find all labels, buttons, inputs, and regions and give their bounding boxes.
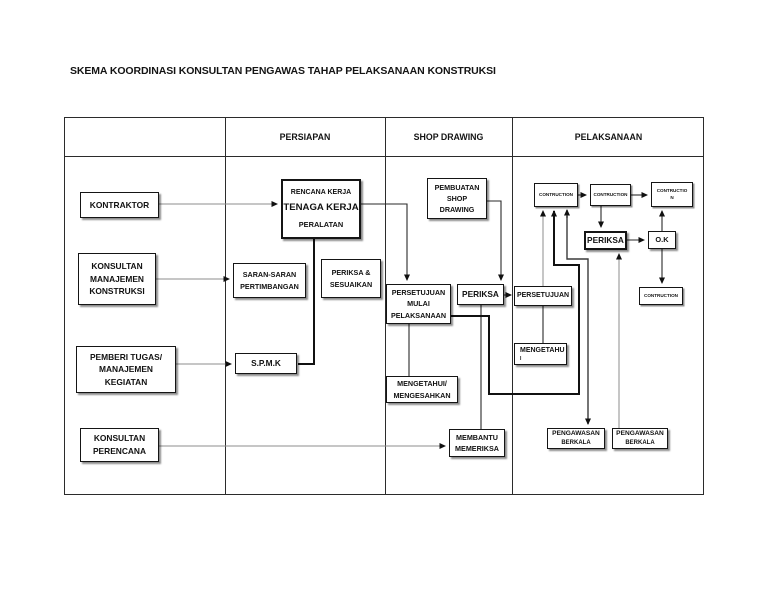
label-line: MULAI [407, 299, 430, 309]
label-line: PERENCANA [92, 446, 147, 456]
label-line: MENGETAHU [520, 347, 565, 355]
label-line: KONSTRUKSI [89, 286, 145, 297]
label-line: I [520, 355, 522, 362]
label-line: DRAWING [439, 205, 475, 215]
label-line: PERSETUJUAN [391, 288, 446, 298]
box-ok: O.K [648, 231, 676, 249]
box-contruction-4: CONTRUCTION [639, 287, 683, 305]
box-kontraktor: KONTRAKTOR [80, 192, 159, 218]
box-periksa-shop: PERIKSA [457, 284, 504, 305]
label-line: KONTRAKTOR [89, 199, 150, 210]
label-line: KONSULTAN [91, 261, 143, 272]
label-line: PELAKSANAAN [390, 310, 447, 320]
label-line: N [670, 194, 674, 200]
coordination-table: PERSIAPAN SHOP DRAWING PELAKSANAAN [64, 117, 704, 495]
label-line: CONTRUCTIO [656, 188, 688, 194]
box-pengawasan-berkala-2: PENGAWASAN BERKALA [612, 428, 668, 449]
label-line: CONTRUCTION [593, 191, 628, 197]
label-line: MEMERIKSA [455, 444, 499, 453]
label-line: PENGAWASAN [552, 430, 600, 438]
box-persetujuan: PERSETUJUAN [514, 286, 572, 306]
label-line: KEGIATAN [104, 376, 148, 387]
label-line: PERTIMBANGAN [240, 281, 299, 291]
column-divider-1 [225, 118, 227, 494]
box-spmk: S.P.M.K [235, 353, 297, 374]
box-saran-saran: SARAN-SARAN PERTIMBANGAN [233, 263, 306, 298]
label-line: PENGAWASAN [616, 430, 664, 438]
label-line: RENCANA KERJA [290, 189, 352, 196]
line-rencana-to-spmk [298, 239, 315, 365]
label-line: BERKALA [561, 439, 591, 446]
page-title: SKEMA KOORDINASI KONSULTAN PENGAWAS TAHA… [70, 65, 496, 77]
label-line: SARAN-SARAN [242, 270, 297, 279]
label-line: PERSETUJUAN [516, 291, 570, 299]
label-line: BERKALA [625, 439, 655, 446]
label-line: SESUAIKAN [329, 279, 373, 289]
label-line: PERIKSA [587, 235, 624, 246]
label-line: MANAJEMEN [99, 364, 153, 375]
header-divider [65, 156, 703, 158]
box-mengetahu: MENGETAHU I [514, 343, 567, 365]
label-line: CONTRUCTION [539, 191, 573, 197]
box-konsultan-perencana: KONSULTAN PERENCANA [80, 428, 159, 462]
label-line: O.K [655, 235, 669, 245]
column-divider-3 [512, 118, 514, 494]
label-line: MENGETAHUI/ [397, 379, 447, 389]
box-contruction-3: CONTRUCTIO N [651, 182, 693, 207]
label-line: PEMBUATAN [434, 182, 480, 192]
label-line: SHOP [446, 193, 468, 203]
box-mengetahui-mengesahkan: MENGETAHUI/ MENGESAHKAN [386, 376, 458, 403]
box-periksa-pelaksanaan: PERIKSA [584, 231, 627, 250]
label-line: MANAJEMEN [90, 273, 144, 284]
box-konsultan-manajemen-konstruksi: KONSULTAN MANAJEMEN KONSTRUKSI [78, 253, 156, 305]
box-contruction-2: CONTRUCTION [590, 184, 631, 206]
column-header-pelaksanaan: PELAKSANAAN [574, 132, 643, 142]
label-line: MEMBANTU [456, 432, 498, 442]
box-pembuatan-shop-drawing: PEMBUATAN SHOP DRAWING [427, 178, 487, 219]
label-line: S.P.M.K [251, 358, 281, 369]
box-periksa-sesuaikan: PERIKSA & SESUAIKAN [321, 259, 381, 298]
label-line: PEMBERI TUGAS/ [89, 351, 163, 362]
column-divider-2 [385, 118, 387, 494]
box-membantu-memeriksa: MEMBANTU MEMERIKSA [449, 429, 505, 457]
box-contruction-1: CONTRUCTION [534, 183, 578, 207]
label-line: PERIKSA [462, 289, 499, 300]
column-header-persiapan: PERSIAPAN [279, 132, 331, 142]
box-rencana-kerja: RENCANA KERJA TENAGA KERJA PERALATAN [281, 179, 361, 239]
arrow-pembuatan-to-periksa [487, 200, 504, 281]
label-line: PERALATAN [298, 219, 344, 229]
box-persetujuan-mulai-pelaksanaan: PERSETUJUAN MULAI PELAKSANAAN [386, 284, 451, 324]
label-line: CONTRUCTION [644, 292, 678, 298]
label-line: PERIKSA & [331, 268, 371, 278]
box-pengawasan-berkala-1: PENGAWASAN BERKALA [547, 428, 605, 449]
label-line: TENAGA KERJA [283, 202, 359, 214]
label-line: MENGESAHKAN [393, 390, 451, 400]
label-line: KONSULTAN [93, 433, 146, 444]
box-pemberi-tugas: PEMBERI TUGAS/ MANAJEMEN KEGIATAN [76, 346, 176, 393]
column-header-shop-drawing: SHOP DRAWING [413, 132, 484, 142]
